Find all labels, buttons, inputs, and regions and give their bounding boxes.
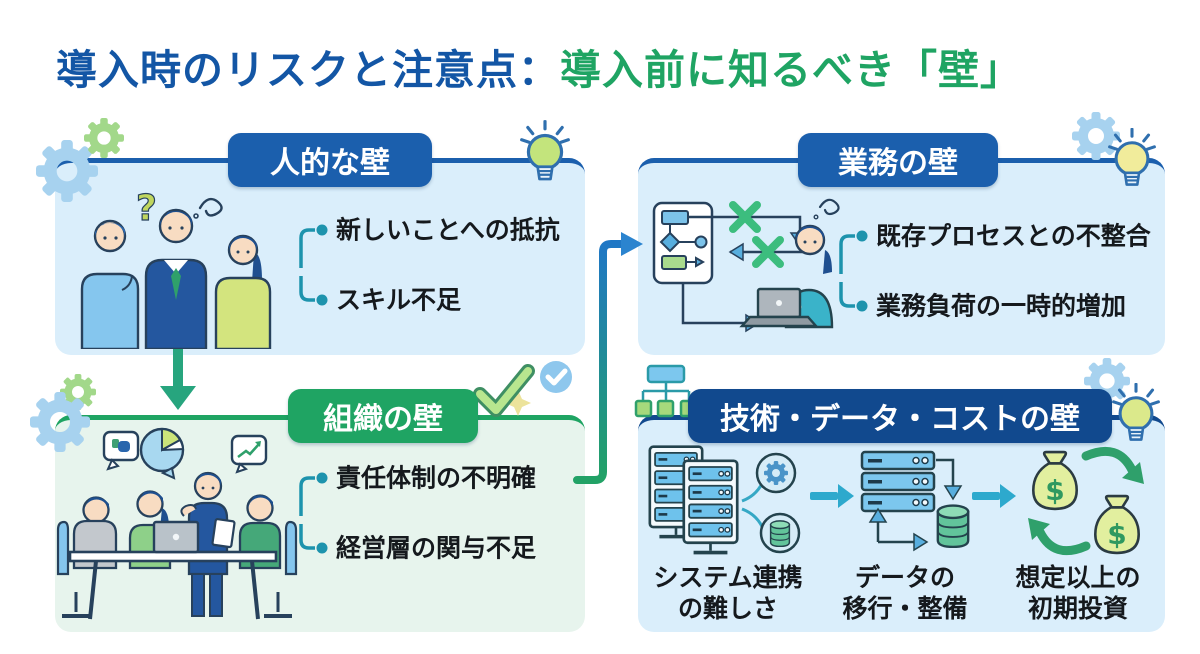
caption-initial-investment-1: 想定以上の <box>1015 563 1141 592</box>
down-arrow-icon <box>160 346 196 410</box>
header-organization: 組織の壁 <box>288 389 478 443</box>
bullet-human-1: 新しいことへの抵抗 <box>336 215 560 245</box>
header-tech-data-cost: 技術・データ・コストの壁 <box>688 389 1112 443</box>
header-human-label: 人的な壁 <box>270 146 390 181</box>
bullet-operations-1: 既存プロセスとの不整合 <box>876 221 1151 251</box>
section-connector-arrow <box>573 232 643 484</box>
page-title: 導入時のリスクと注意点：導入前に知るべき「壁」 <box>56 36 1166 96</box>
lightbulb-icon <box>1108 128 1156 187</box>
gear-icon <box>84 118 124 158</box>
bullet-bracket <box>299 224 328 306</box>
sparkle-icon <box>505 390 531 416</box>
process-mismatch-illustration <box>652 198 840 333</box>
gear-icon <box>30 392 90 452</box>
bullet-human-2: スキル不足 <box>336 285 462 315</box>
question-mark-glyph: ? <box>136 188 157 229</box>
database-icon <box>769 520 791 547</box>
header-operations-label: 業務の壁 <box>838 146 958 181</box>
system-integration-illustration <box>648 445 801 555</box>
check-circle-icon <box>540 361 572 393</box>
bullet-organization-2: 経営層の関与不足 <box>336 533 537 563</box>
bullet-bracket <box>299 472 328 554</box>
meeting-illustration <box>56 427 298 620</box>
thinking-people-illustration: ? <box>80 187 272 349</box>
header-organization-label: 組織の壁 <box>323 402 443 437</box>
title-risk-part: 導入時のリスクと注意点： <box>56 46 560 94</box>
header-human: 人的な壁 <box>228 133 432 187</box>
lightbulb-icon <box>1112 383 1160 442</box>
initial-investment-illustration: $ $ <box>1028 446 1144 556</box>
check-cluster <box>473 361 572 417</box>
server-icon <box>682 459 739 555</box>
title-wall-part: 導入前に知るべき「壁」 <box>560 46 1022 94</box>
scribble-glyph <box>198 197 223 217</box>
header-tech-label: 技術・データ・コストの壁 <box>720 402 1080 437</box>
caption-data-migration-1: データの <box>854 563 955 592</box>
dollar-glyph: $ <box>1107 518 1126 551</box>
header-operations: 業務の壁 <box>798 133 998 187</box>
lightbulb-icon <box>520 120 570 181</box>
caption-system-integration-2: の難しさ <box>677 594 778 623</box>
caption-initial-investment-2: 初期投資 <box>1027 594 1128 623</box>
data-migration-illustration <box>860 450 970 552</box>
caption-system-integration-1: システム連携 <box>653 563 803 592</box>
dollar-glyph: $ <box>1045 474 1064 507</box>
bullet-organization-1: 責任体制の不明確 <box>336 463 537 493</box>
database-icon <box>936 504 970 548</box>
bullet-operations-2: 業務負荷の一時的増加 <box>876 291 1127 321</box>
right-arrow-icon <box>972 484 1016 508</box>
bullet-bracket <box>839 230 868 312</box>
caption-data-migration-2: 移行・整備 <box>842 594 968 623</box>
right-arrow-icon <box>810 484 854 508</box>
